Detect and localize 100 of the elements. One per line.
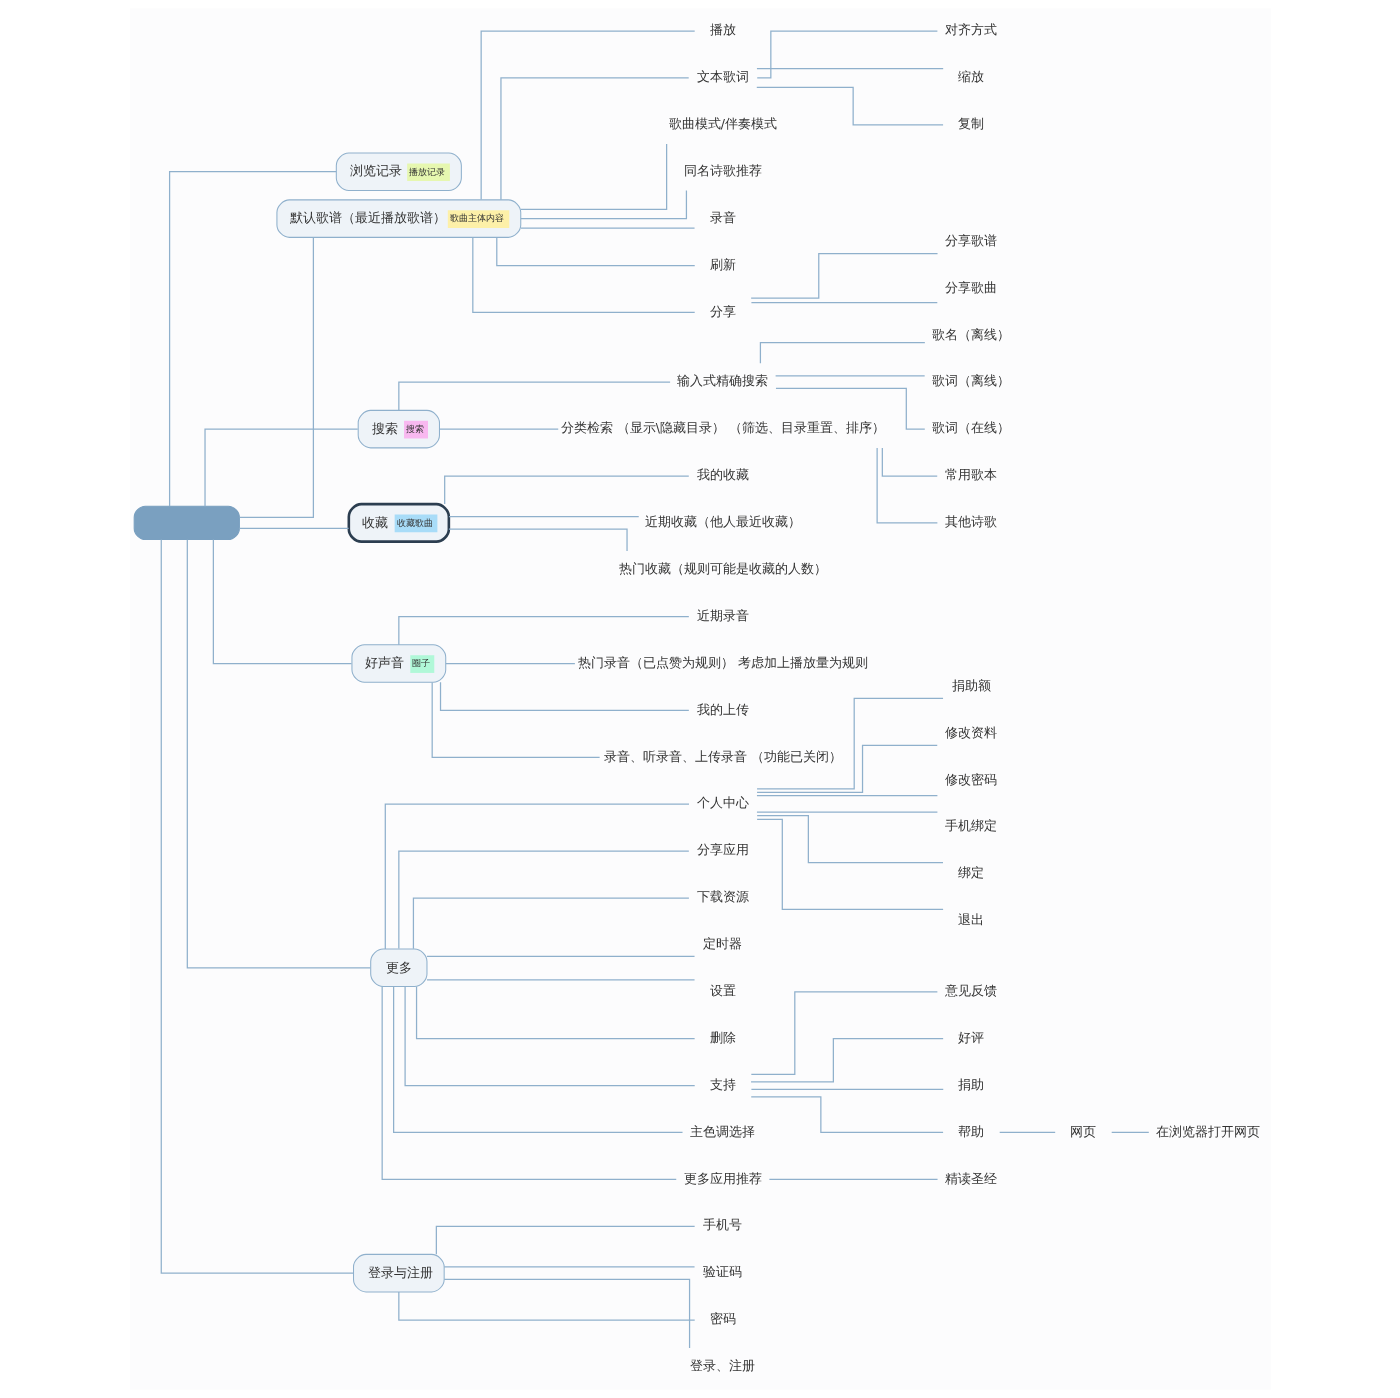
connector: [519, 227, 695, 229]
node-text: 刷新: [709, 256, 736, 272]
connector: [238, 527, 349, 530]
node-box: 更多: [369, 948, 427, 988]
connector: [444, 662, 575, 665]
node-text: 精读圣经: [944, 1170, 997, 1186]
node-text: 帮助: [957, 1123, 984, 1139]
node-box: 收藏 收藏歌曲: [347, 502, 450, 543]
connector: [749, 1038, 944, 1083]
connector: [392, 986, 683, 1134]
connector: [397, 616, 689, 646]
connector: [439, 681, 689, 712]
node-text: 录音、听录音、上传录音 （功能已关闭）: [603, 748, 842, 764]
node-box: 默认歌谱（最近播放歌谱） 歌曲主体内容: [275, 199, 521, 238]
connector: [750, 991, 938, 1075]
node-box: 登录与注册: [352, 1253, 445, 1293]
connector: [755, 67, 944, 70]
node-text: 主色调选择: [689, 1123, 755, 1139]
node-text: 个人中心: [696, 795, 749, 811]
connector: [998, 1131, 1056, 1134]
connector: [480, 30, 695, 201]
node-text: 歌词（在线）: [931, 420, 1010, 436]
connector: [756, 815, 944, 864]
node-text: 复制: [957, 116, 984, 132]
node-text: 分享: [709, 303, 736, 319]
node-box: 搜索 搜索: [357, 409, 440, 449]
connector: [443, 475, 689, 505]
node-text: 其他诗歌: [944, 514, 997, 530]
connector: [412, 897, 690, 950]
node-text: 下载资源: [696, 889, 749, 905]
node-text: 删除: [709, 1029, 736, 1045]
connector: [397, 381, 671, 411]
node-text: 支持: [709, 1076, 736, 1092]
connector: [443, 1266, 695, 1268]
node-text: 分享歌谱: [944, 232, 997, 248]
node-text: 修改密码: [944, 771, 997, 787]
node-text: 缩放: [957, 69, 984, 85]
connector: [403, 986, 695, 1087]
node-text: 意见反馈: [944, 983, 997, 999]
connector: [750, 1096, 944, 1134]
connector: [425, 979, 695, 981]
node-box: 好声音 圈子: [350, 644, 446, 683]
node-text: 设置: [709, 983, 736, 999]
connector: [1110, 1131, 1149, 1134]
connector: [756, 30, 938, 79]
connector: [381, 985, 677, 1180]
connector: [755, 744, 938, 793]
node-text: 验证码: [702, 1264, 742, 1280]
node-text: 文本歌词: [696, 69, 749, 85]
node-text: 更多应用推荐: [683, 1170, 762, 1186]
connector: [438, 428, 559, 430]
node-text: 分享应用: [696, 842, 749, 858]
node-text: 手机绑定: [944, 818, 997, 834]
node-text: 同名诗歌推荐: [683, 162, 762, 178]
node-text: 修改资料: [944, 724, 997, 740]
node-text: 捐助额: [951, 677, 991, 693]
connector: [499, 77, 689, 201]
node-text: 播放: [709, 22, 736, 38]
connector: [750, 1088, 944, 1090]
node-text: 歌词（离线）: [931, 373, 1010, 389]
connector: [397, 850, 689, 950]
node-text: 歌曲模式/伴奏模式: [668, 116, 777, 132]
connector: [443, 1278, 690, 1349]
connector: [384, 803, 690, 950]
connector: [448, 516, 639, 518]
connector: [168, 171, 337, 507]
node-text: 好评: [957, 1029, 984, 1045]
node-text: 分享歌曲: [944, 279, 997, 295]
node-text: 定时器: [702, 936, 742, 952]
connector: [186, 539, 371, 969]
connector: [471, 237, 695, 314]
connector: [756, 818, 944, 911]
connector: [212, 538, 352, 665]
connector: [431, 681, 600, 758]
node-text: 绑定: [957, 865, 984, 881]
node-text: 近期收藏（他人最近收藏）: [644, 514, 801, 530]
connector: [755, 86, 944, 126]
connector: [750, 302, 938, 304]
connector: [397, 1291, 695, 1321]
connector: [876, 447, 938, 524]
connector: [881, 447, 938, 477]
node-box: [133, 505, 240, 541]
connector: [519, 189, 687, 220]
node-text: 捐助: [957, 1076, 984, 1092]
connector: [203, 428, 358, 507]
node-text: 录音: [709, 209, 736, 225]
node-text: 我的上传: [696, 701, 749, 717]
node-text: 手机号: [702, 1217, 742, 1233]
node-text: 密码: [709, 1311, 736, 1327]
connector: [425, 955, 695, 957]
node-text: 网页: [1069, 1123, 1096, 1139]
node-text: 热门录音（已点赞为规则） 考虑加上播放量为规则: [577, 654, 868, 670]
connector: [755, 795, 938, 797]
node-text: 近期录音: [696, 607, 749, 623]
connector: [774, 375, 925, 377]
connector: [759, 342, 925, 364]
connector: [755, 811, 938, 813]
connector: [435, 1225, 695, 1255]
connector: [238, 237, 314, 518]
connector: [160, 539, 354, 1274]
